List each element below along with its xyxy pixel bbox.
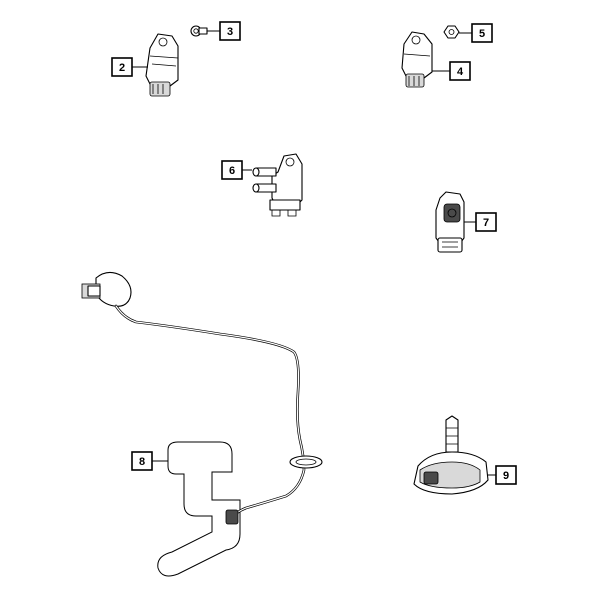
svg-text:6: 6 [229,165,235,177]
svg-text:3: 3 [227,26,233,38]
callout-4: 4 [449,61,471,81]
part-6-pressure-sensor [252,153,303,217]
part-8-harness [81,271,323,577]
part-9-tpms-sensor [413,415,489,495]
callout-7: 7 [475,212,497,232]
part-5-nut [443,25,460,39]
svg-text:2: 2 [119,62,125,74]
part-4-sensor [401,31,433,88]
svg-text:7: 7 [483,217,489,229]
part-2-sensor [145,33,179,97]
callout-8: 8 [131,451,153,471]
callout-3: 3 [219,21,241,41]
part-7-sensor [435,191,465,253]
callout-9: 9 [495,465,517,485]
callout-5: 5 [471,23,493,43]
svg-text:4: 4 [457,66,464,78]
part-3-screw [190,25,208,37]
svg-text:9: 9 [503,470,509,482]
svg-text:5: 5 [479,28,485,40]
callout-2: 2 [111,57,133,77]
callout-6: 6 [221,160,243,180]
svg-text:8: 8 [139,456,145,468]
